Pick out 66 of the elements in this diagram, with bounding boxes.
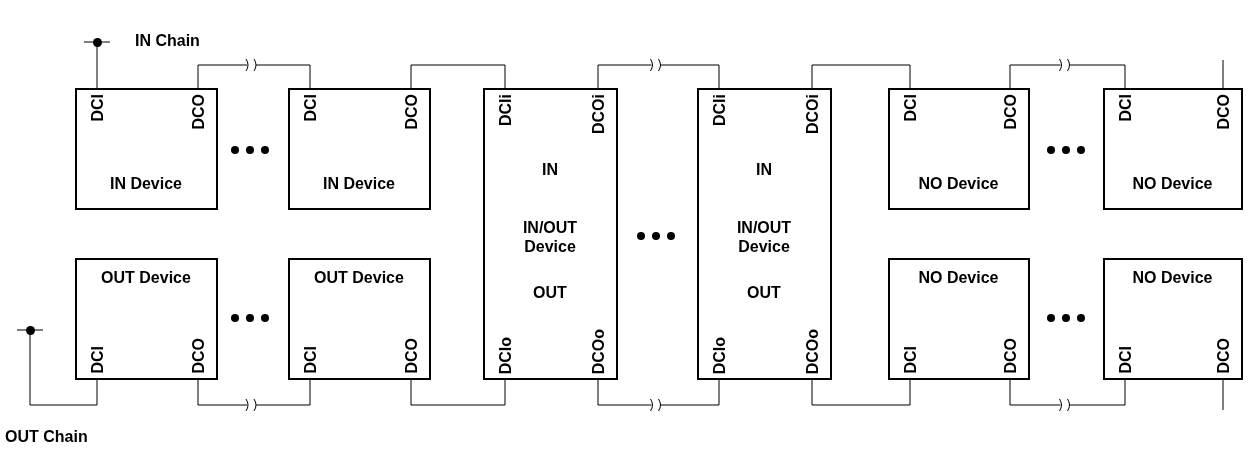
device-label: IN/OUT Device — [521, 218, 579, 256]
pin-label: DCO — [401, 338, 420, 374]
pin-label: DCI — [87, 94, 106, 122]
pin-label: DCIo — [709, 336, 728, 374]
wire — [410, 64, 506, 89]
wire — [197, 64, 311, 89]
pin-label: DCO — [1000, 94, 1019, 130]
pin-label: DCI — [300, 94, 319, 122]
wire — [1222, 379, 1224, 411]
wire — [597, 379, 720, 406]
pin-label: DCO — [401, 94, 420, 130]
device-box — [75, 258, 218, 380]
device-label: NO Device — [1131, 174, 1214, 193]
pin-label: DCIi — [709, 94, 728, 126]
pin-label: DCI — [1115, 94, 1134, 122]
device-label: OUT Device — [100, 268, 192, 287]
device-box — [1103, 258, 1243, 380]
wire — [197, 379, 311, 406]
chain-label: OUT Chain — [5, 428, 88, 446]
device-box — [75, 88, 218, 210]
device-label: OUT — [746, 283, 782, 302]
pin-label: DCIi — [495, 94, 514, 126]
wire — [96, 45, 98, 89]
pin-label: DCO — [1213, 338, 1232, 374]
pin-label: DCI — [900, 94, 919, 122]
device-label: IN Device — [321, 174, 396, 193]
wire — [811, 64, 911, 89]
wire — [1009, 379, 1126, 406]
wire — [1222, 59, 1224, 89]
device-label: IN — [541, 160, 559, 179]
device-box — [288, 88, 431, 210]
device-label: NO Device — [1131, 268, 1214, 287]
wire — [811, 379, 911, 406]
device-box — [483, 88, 618, 380]
pin-label: DCOi — [802, 94, 821, 134]
chain-label: IN Chain — [135, 32, 200, 50]
pin-label: DCO — [188, 94, 207, 130]
device-label: IN — [755, 160, 773, 179]
device-label: IN/OUT Device — [735, 218, 793, 256]
pin-label: DCI — [87, 346, 106, 374]
pin-label: DCI — [300, 346, 319, 374]
wire — [410, 379, 506, 406]
device-label: IN Device — [108, 174, 183, 193]
pin-label: DCOo — [802, 328, 821, 374]
pin-label: DCO — [1213, 94, 1232, 130]
device-box — [888, 88, 1030, 210]
terminal-dot — [92, 37, 102, 47]
wire — [597, 64, 720, 89]
pin-label: DCIo — [495, 336, 514, 374]
pin-label: DCOo — [588, 328, 607, 374]
pin-label: DCOi — [588, 94, 607, 134]
device-box — [697, 88, 832, 380]
pin-label: DCO — [188, 338, 207, 374]
device-box — [888, 258, 1030, 380]
wire — [29, 333, 98, 406]
device-label: NO Device — [917, 268, 1000, 287]
device-box — [288, 258, 431, 380]
pin-label: DCO — [1000, 338, 1019, 374]
device-box — [1103, 88, 1243, 210]
terminal-dot — [25, 325, 35, 335]
device-label: OUT Device — [313, 268, 405, 287]
pin-label: DCI — [900, 346, 919, 374]
wire — [1009, 64, 1126, 89]
device-label: OUT — [532, 283, 568, 302]
device-label: NO Device — [917, 174, 1000, 193]
pin-label: DCI — [1115, 346, 1134, 374]
